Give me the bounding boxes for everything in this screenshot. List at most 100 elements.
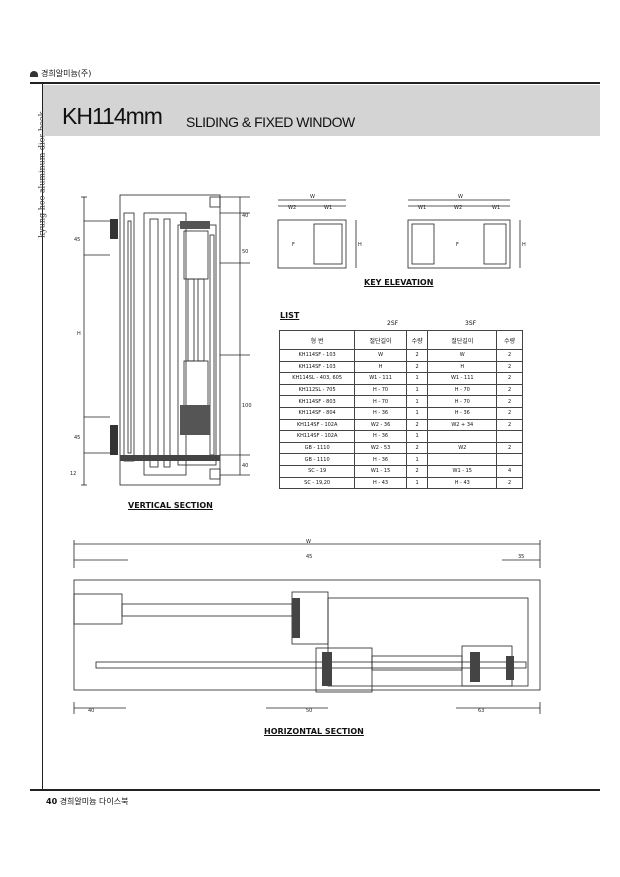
dim-100: 100 [242, 403, 252, 409]
horizontal-section-drawing: W 45 35 40 50 63 [73, 539, 541, 714]
table-cell: 2 [405, 360, 429, 374]
table-cell [496, 453, 523, 466]
top-rule [30, 82, 600, 84]
table-cell: 2 [496, 441, 523, 455]
table-cell: H [427, 360, 498, 374]
table-cell: 2 [496, 383, 523, 397]
table-cell: KH114SL - 403, 605 [278, 372, 356, 385]
page-title: KH114mm [62, 103, 163, 129]
dim-45-bottom: 45 [74, 435, 80, 441]
list-header-cell: 절단길이 [427, 330, 498, 350]
dim-h-vertical: H [77, 331, 81, 337]
table-cell: H - 70 [354, 395, 407, 408]
elev-right-w: W [458, 194, 463, 200]
elev-right-w2: W2 [454, 205, 462, 211]
table-cell: 1 [405, 372, 429, 385]
table-cell: H - 70 [354, 383, 407, 397]
dim-40-top: 40 [242, 213, 248, 219]
table-cell: W [354, 349, 407, 362]
dim-45-horizontal: 45 [306, 554, 312, 560]
table-cell [496, 430, 523, 443]
table-cell: SC - 19,20 [278, 476, 356, 490]
table-cell: 2 [496, 372, 523, 385]
elev-right-w1b: W1 [492, 205, 500, 211]
table-cell: GB - 1110 [278, 441, 356, 455]
table-cell: W1 - 15 [354, 464, 407, 478]
table-cell: 2 [405, 441, 429, 455]
caption-horizontal-section: HORIZONTAL SECTION [264, 727, 364, 736]
table-cell: H - 36 [354, 453, 407, 466]
table-cell: H - 43 [427, 476, 498, 490]
key-elevation-drawing: W W2 W1 F H W W1 W2 W1 F H [277, 194, 526, 269]
table-cell: SC - 19 [278, 464, 356, 478]
table-cell: KH114SF - 803 [278, 395, 356, 408]
table-cell: KH114SF - 102A [278, 430, 356, 443]
brand-name: 경희알미늄(주) [41, 69, 92, 78]
group-3sf-label: 3SF [465, 320, 477, 327]
dim-w-horizontal: W [306, 539, 311, 545]
table-cell: W1 - 15 [427, 464, 498, 478]
caption-list: LIST [280, 311, 300, 320]
elev-right-h: H [522, 242, 526, 248]
table-cell: H [354, 360, 407, 374]
table-cell: H - 43 [354, 476, 407, 490]
elev-left-w: W [310, 194, 315, 200]
table-cell: 2 [496, 360, 523, 374]
table-cell: 2 [405, 418, 429, 432]
table-cell [427, 430, 498, 443]
table-cell: 2 [405, 464, 429, 478]
vertical-section-drawing: H 45 45 12 40 50 100 40 [70, 194, 252, 486]
table-cell: KH112SL - 705 [278, 383, 356, 397]
elev-right-f: F [456, 242, 459, 248]
table-cell: KH114SF - 102A [278, 418, 356, 432]
caption-vertical-section: VERTICAL SECTION [128, 501, 213, 510]
table-cell: 1 [405, 430, 429, 443]
page-number: 40 [46, 797, 58, 806]
elev-right-w1a: W1 [418, 205, 426, 211]
dim-40-horizontal: 40 [88, 708, 94, 714]
table-cell: 1 [405, 406, 429, 420]
table-cell: KH114SF - 804 [278, 406, 356, 420]
list-header-cell: 수량 [405, 330, 429, 350]
elev-left-w1: W1 [324, 205, 332, 211]
table-cell: 2 [496, 406, 523, 420]
table-cell: W2 [427, 441, 498, 455]
bottom-rule [30, 789, 600, 791]
list-header-cell: 형 번 [278, 330, 356, 350]
side-rule [42, 84, 43, 790]
list-header-cell: 절단길이 [354, 330, 407, 350]
dim-40-bottom: 40 [242, 463, 248, 469]
table-cell: W2 + 34 [427, 418, 498, 432]
table-cell: 4 [496, 464, 523, 478]
dim-12: 12 [70, 471, 76, 477]
table-cell: 2 [496, 418, 523, 432]
brand-logo-icon [30, 70, 38, 77]
table-cell [427, 453, 498, 466]
table-cell: 2 [496, 395, 523, 408]
table-cell: H - 36 [354, 406, 407, 420]
table-cell: W1 - 111 [354, 372, 407, 385]
table-cell: W2 - 36 [354, 418, 407, 432]
table-cell: 2 [496, 349, 523, 362]
group-2sf-label: 2SF [387, 320, 399, 327]
footer-label: 경희알미늄 다이스북 [59, 797, 129, 806]
table-cell: 1 [405, 476, 429, 490]
table-cell: H - 36 [427, 406, 498, 420]
brand: 경희알미늄(주) [30, 68, 91, 79]
dim-45-top: 45 [74, 237, 80, 243]
dim-35: 35 [518, 554, 524, 560]
footer: 40 경희알미늄 다이스북 [46, 796, 128, 807]
elev-left-w2: W2 [288, 205, 296, 211]
table-cell: H - 70 [427, 395, 498, 408]
table-cell: H - 70 [427, 383, 498, 397]
caption-key-elevation: KEY ELEVATION [364, 278, 434, 287]
